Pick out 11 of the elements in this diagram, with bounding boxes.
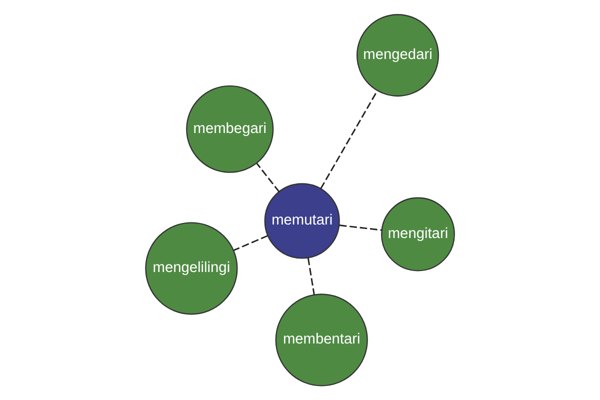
- node-circle: memutari: [264, 183, 340, 259]
- node-circle: membentari: [275, 294, 368, 386]
- node-circle: mengedari: [356, 14, 440, 97]
- node-circle: mengitari: [381, 197, 455, 272]
- connector: [320, 90, 378, 190]
- node-circle: mengelilingi: [145, 222, 238, 315]
- connector: [233, 235, 268, 252]
- node-circle: membegari: [186, 85, 274, 173]
- connector: [307, 258, 315, 295]
- connector: [339, 224, 382, 231]
- connector: [256, 163, 280, 192]
